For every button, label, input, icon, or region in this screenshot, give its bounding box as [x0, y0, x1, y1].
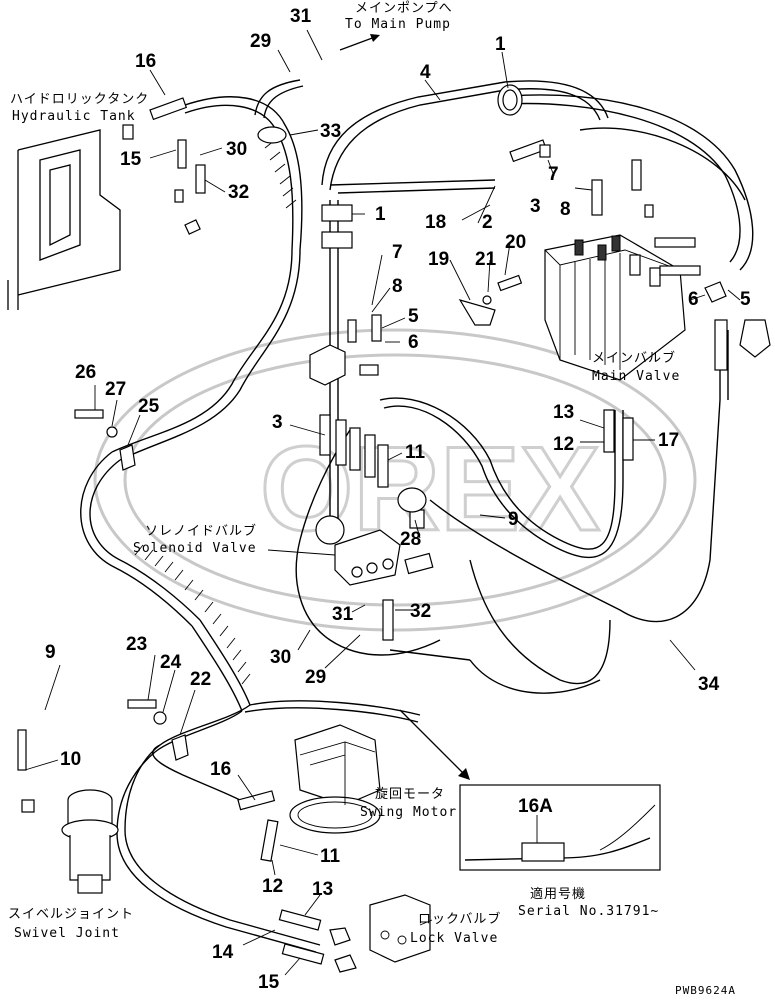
- callout-16: 16: [135, 51, 156, 72]
- callout-25: 25: [138, 396, 160, 417]
- to-main-pump-en: To Main Pump: [345, 17, 451, 32]
- callout-32b: 32: [410, 601, 431, 622]
- callout-7a: 7: [548, 164, 559, 185]
- callout-24: 24: [160, 652, 182, 673]
- clamp-bolt-left: [74, 409, 136, 471]
- callout-29: 29: [250, 31, 271, 52]
- solenoid-valve-en: Solenoid Valve: [133, 541, 257, 556]
- main-valve-en: Main Valve: [592, 369, 680, 384]
- swing-motor-en: Swing Motor: [360, 805, 457, 820]
- callout-33: 33: [320, 121, 341, 142]
- callout-1b: 1: [375, 204, 386, 225]
- swivel-joint-en: Swivel Joint: [14, 926, 120, 941]
- hydraulic-tank-jp: ハイドロリックタンク: [10, 92, 149, 107]
- to-main-pump-jp: メインポンプへ: [355, 1, 453, 16]
- callout-9a: 9: [508, 509, 519, 530]
- clamp-bolt-lower: [127, 699, 189, 761]
- callout-6a: 6: [408, 332, 419, 353]
- detail-box: [459, 784, 661, 871]
- callout-19: 19: [428, 249, 449, 270]
- pipe-bracket: [458, 274, 523, 326]
- callout-13a: 13: [553, 402, 574, 423]
- callout-15: 15: [120, 149, 142, 170]
- part-callouts: 31 29 1 4 16 33 15 30 32 7 3 8 1 18 2 7 …: [45, 6, 751, 993]
- hydraulic-tank-en: Hydraulic Tank: [12, 109, 136, 124]
- tank-fittings: [122, 97, 206, 235]
- callout-3a: 3: [530, 196, 541, 217]
- callout-5a: 5: [408, 306, 419, 327]
- lock-valve-en: Lock Valve: [410, 931, 498, 946]
- callout-12b: 12: [262, 876, 283, 897]
- callout-34: 34: [698, 674, 720, 695]
- main-valve: [544, 234, 771, 381]
- callout-29b: 29: [305, 667, 326, 688]
- callout-15b: 15: [258, 972, 280, 993]
- main-valve-jp: メインバルブ: [592, 350, 676, 366]
- callout-17: 17: [658, 430, 679, 451]
- callout-11a: 11: [405, 442, 426, 463]
- lock-valve-jp: ロックバルブ: [418, 911, 501, 927]
- hose-band: [257, 126, 287, 144]
- watermark: OREX: [93, 328, 697, 632]
- callout-27: 27: [105, 379, 126, 400]
- callout-14: 14: [212, 942, 234, 963]
- watermark-text: OREX: [260, 422, 600, 556]
- component-labels: メインポンプへ To Main Pump ハイドロリックタンク Hydrauli…: [8, 1, 736, 997]
- callout-28: 28: [400, 529, 421, 550]
- callout-30b: 30: [270, 647, 291, 668]
- pipe-network: [80, 34, 754, 953]
- callout-8b: 8: [392, 276, 403, 297]
- solenoid-valve: [315, 414, 434, 641]
- callout-11b: 11: [320, 846, 341, 867]
- callout-9b: 9: [45, 642, 56, 663]
- callout-12a: 12: [553, 434, 574, 455]
- callout-32: 32: [228, 182, 249, 203]
- fittings-12-13-17: [603, 409, 634, 461]
- callout-5b: 5: [740, 289, 751, 310]
- callout-10: 10: [60, 749, 81, 770]
- swing-motor: [237, 724, 381, 862]
- callout-16b: 16: [210, 759, 231, 780]
- swivel-joint: [17, 729, 119, 894]
- callout-23: 23: [126, 634, 147, 655]
- solenoid-valve-jp: ソレノイドバルブ: [145, 523, 257, 539]
- callout-3b: 3: [272, 412, 283, 433]
- callout-20: 20: [505, 232, 526, 253]
- callout-7b: 7: [392, 242, 403, 263]
- callout-31b: 31: [332, 604, 354, 625]
- callout-31: 31: [290, 6, 312, 27]
- callout-22: 22: [190, 669, 211, 690]
- swing-motor-jp: 旋回モータ: [375, 787, 445, 802]
- serial-en: Serial No.31791~: [518, 904, 659, 919]
- callout-2: 2: [482, 212, 493, 233]
- pipe-clamps: [321, 204, 353, 249]
- hydraulic-tank: [7, 129, 121, 310]
- callout-13b: 13: [312, 879, 333, 900]
- callout-1: 1: [495, 34, 506, 55]
- callout-26: 26: [75, 362, 96, 383]
- callout-8a: 8: [560, 199, 571, 220]
- serial-jp: 適用号機: [530, 886, 586, 902]
- callout-30: 30: [226, 139, 247, 160]
- lock-valve: [278, 894, 431, 973]
- callout-6b: 6: [688, 289, 699, 310]
- callout-21: 21: [475, 249, 497, 270]
- leader-lines: [24, 29, 741, 976]
- swivel-joint-jp: スイベルジョイント: [8, 907, 134, 922]
- check-valve-block: [309, 314, 382, 386]
- callout-18: 18: [425, 212, 446, 233]
- upper-fittings: [509, 139, 654, 218]
- detail-label: 16A: [518, 796, 553, 817]
- callout-4: 4: [420, 62, 431, 83]
- clamp-top: [497, 84, 523, 116]
- drawing-code: PWB9624A: [675, 984, 736, 997]
